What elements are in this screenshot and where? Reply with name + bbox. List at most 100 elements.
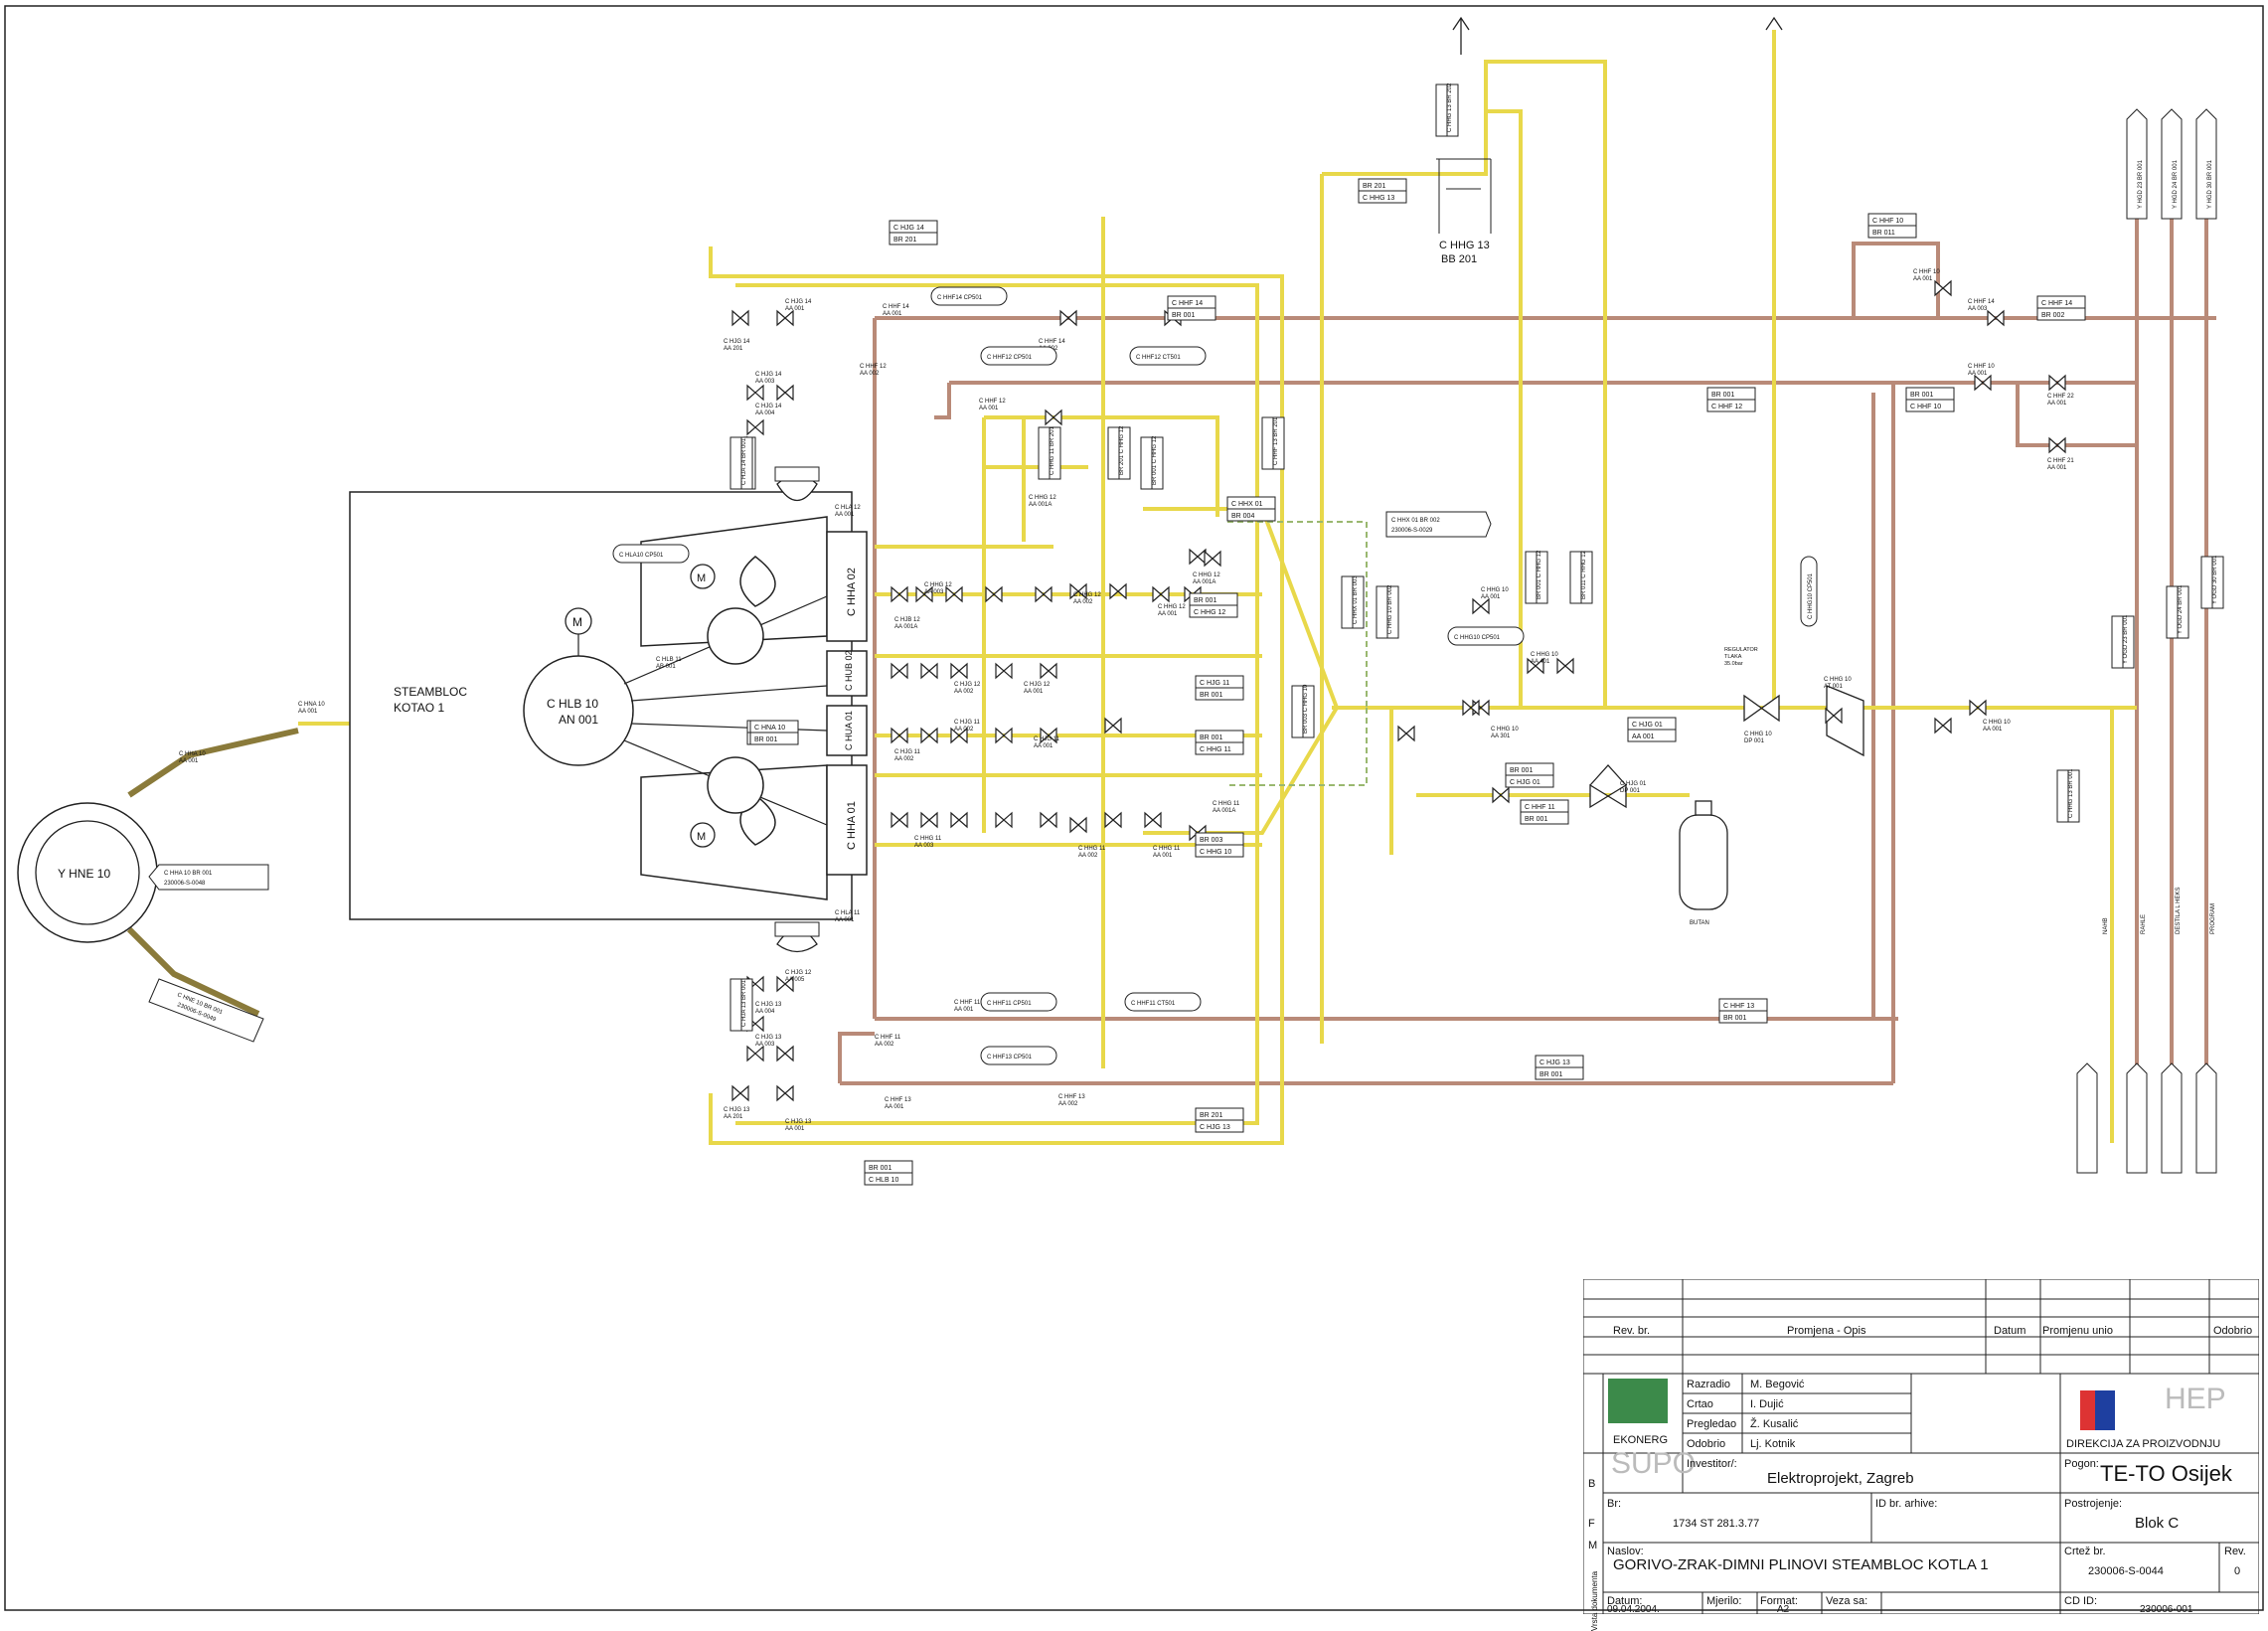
svg-text:AA 002: AA 002: [1058, 1101, 1078, 1107]
svg-text:C HJA 13 BR 001: C HJA 13 BR 001: [741, 979, 747, 1027]
sensor-oval: C HHG10 CP501: [1800, 556, 1818, 627]
vertical-tag-box: C HHF 13 BR 201: [1261, 416, 1285, 470]
valve-icon: [1462, 699, 1480, 717]
right-flags: [2076, 108, 2217, 1174]
svg-text:C HHG 13 BR 202: C HHG 13 BR 202: [1447, 82, 1453, 132]
svg-text:C HLB 11: C HLB 11: [656, 657, 682, 663]
sensor-oval: C HLA10 CP501: [612, 544, 690, 564]
sensor-oval: C HHF11 CT501: [1124, 992, 1202, 1012]
svg-text:C HHF 11: C HHF 11: [875, 1035, 901, 1041]
svg-text:BR 201 C HHG 12: BR 201 C HHG 12: [1119, 425, 1125, 475]
tag-box: BR 201 C HHG 13: [1358, 178, 1407, 204]
svg-text:AA 201: AA 201: [724, 346, 743, 352]
svg-text:C HHX 01 BR 003: C HHX 01 BR 003: [1353, 575, 1359, 624]
date-header: Datum: [1994, 1325, 2026, 1337]
svg-text:C HJG 13: C HJG 13: [1200, 1124, 1230, 1131]
svg-text:Y HGD 24 BR 001: Y HGD 24 BR 001: [2173, 159, 2179, 209]
svg-text:C HJG 14: C HJG 14: [755, 404, 782, 409]
svg-text:BUTAN: BUTAN: [1690, 920, 1709, 926]
svg-text:C HHF13 CP501: C HHF13 CP501: [987, 1055, 1033, 1060]
svg-text:C HJG 14: C HJG 14: [785, 299, 812, 305]
svg-text:AA 001: AA 001: [954, 1007, 974, 1013]
svg-text:C HHA 10: C HHA 10: [179, 751, 206, 757]
svg-text:C HNA 10: C HNA 10: [298, 702, 325, 708]
svg-text:C HJG 11: C HJG 11: [954, 720, 981, 726]
valve-icon: [891, 662, 908, 680]
vertical-tag-box: Y OGD 30 BR 001: [2200, 555, 2224, 609]
svg-text:C HJG 11: C HJG 11: [1034, 736, 1060, 742]
svg-text:C HHF 11: C HHF 11: [954, 1000, 981, 1006]
tag-box: BR 201 C HJG 13: [1195, 1107, 1244, 1133]
valve-icon: [995, 811, 1013, 829]
svg-text:C HJG 12: C HJG 12: [785, 970, 812, 976]
flue-duct: [126, 728, 299, 1017]
vertical-tag-box: C HHG 13 BR 202: [1435, 82, 1459, 137]
valve-icon: [1987, 309, 2005, 327]
svg-text:C HHG 10: C HHG 10: [1481, 587, 1509, 593]
valve-icon: [1556, 657, 1574, 675]
gas-bottle: [1679, 800, 1728, 910]
person-approved: Lj. Kotnik: [1750, 1438, 1796, 1450]
fan-upper: [707, 607, 764, 665]
valve-icon: [776, 1084, 794, 1102]
svg-text:C HJG 13: C HJG 13: [755, 1035, 782, 1041]
svg-text:BR 002: BR 002: [2041, 312, 2064, 319]
svg-text:AA 003: AA 003: [1968, 306, 1988, 312]
svg-text:C HHF12 CT501: C HHF12 CT501: [1136, 355, 1181, 361]
svg-text:RAHLE: RAHLE: [2141, 914, 2147, 934]
svg-text:C HHF 10: C HHF 10: [1968, 364, 1995, 370]
valve-icon: [1825, 707, 1843, 725]
svg-text:BR 001: BR 001: [1539, 1071, 1562, 1078]
svg-text:C HJB 12: C HJB 12: [894, 617, 920, 623]
svg-text:AA 002: AA 002: [860, 371, 880, 377]
valve-icon: [1040, 727, 1057, 744]
svg-text:BR 001: BR 001: [1723, 1015, 1746, 1022]
svg-text:C HLA 12: C HLA 12: [835, 505, 861, 511]
valve-icon: [950, 662, 968, 680]
svg-text:DESTILA L HEKS: DESTILA L HEKS: [2176, 888, 2182, 934]
sheet-border: [4, 5, 2264, 1611]
svg-text:AA 002: AA 002: [1078, 853, 1098, 859]
svg-text:AA 001: AA 001: [2047, 401, 2067, 407]
svg-text:C HHG10 CP501: C HHG10 CP501: [1808, 572, 1814, 619]
svg-text:C HJA 14 BR 001: C HJA 14 BR 001: [741, 437, 747, 485]
svg-text:BR 201: BR 201: [1200, 1112, 1222, 1119]
svg-text:C HHF 13: C HHF 13: [1058, 1094, 1085, 1100]
svg-text:C HHG 13: C HHG 13: [1363, 195, 1394, 202]
svg-text:BR 011: BR 011: [1872, 230, 1895, 237]
svg-text:BR 201: BR 201: [1363, 183, 1385, 190]
drawing-number: 230006-S-0044: [2088, 1565, 2164, 1577]
svg-text:AA 001A: AA 001A: [1213, 808, 1235, 814]
svg-text:C HHG 12: C HHG 12: [1158, 604, 1186, 610]
doc-number: 1734 ST 281.3.77: [1673, 1518, 1760, 1530]
valve-icon: [1035, 585, 1053, 603]
valve-icon: [1934, 717, 1952, 734]
sensor-oval: C HHG10 CP501: [1447, 626, 1525, 646]
svg-text:AA 002: AA 002: [954, 689, 974, 695]
svg-text:C HHG 10: C HHG 10: [1744, 732, 1772, 737]
svg-text:C HJG 13: C HJG 13: [724, 1107, 750, 1113]
valve-icon: [920, 662, 938, 680]
valve-icon: [1059, 309, 1077, 327]
svg-text:AA 401: AA 401: [1531, 659, 1550, 665]
valve-icon: [776, 975, 794, 993]
svg-text:C HHF 12: C HHF 12: [979, 399, 1006, 405]
svg-text:AA 001: AA 001: [1913, 276, 1933, 282]
